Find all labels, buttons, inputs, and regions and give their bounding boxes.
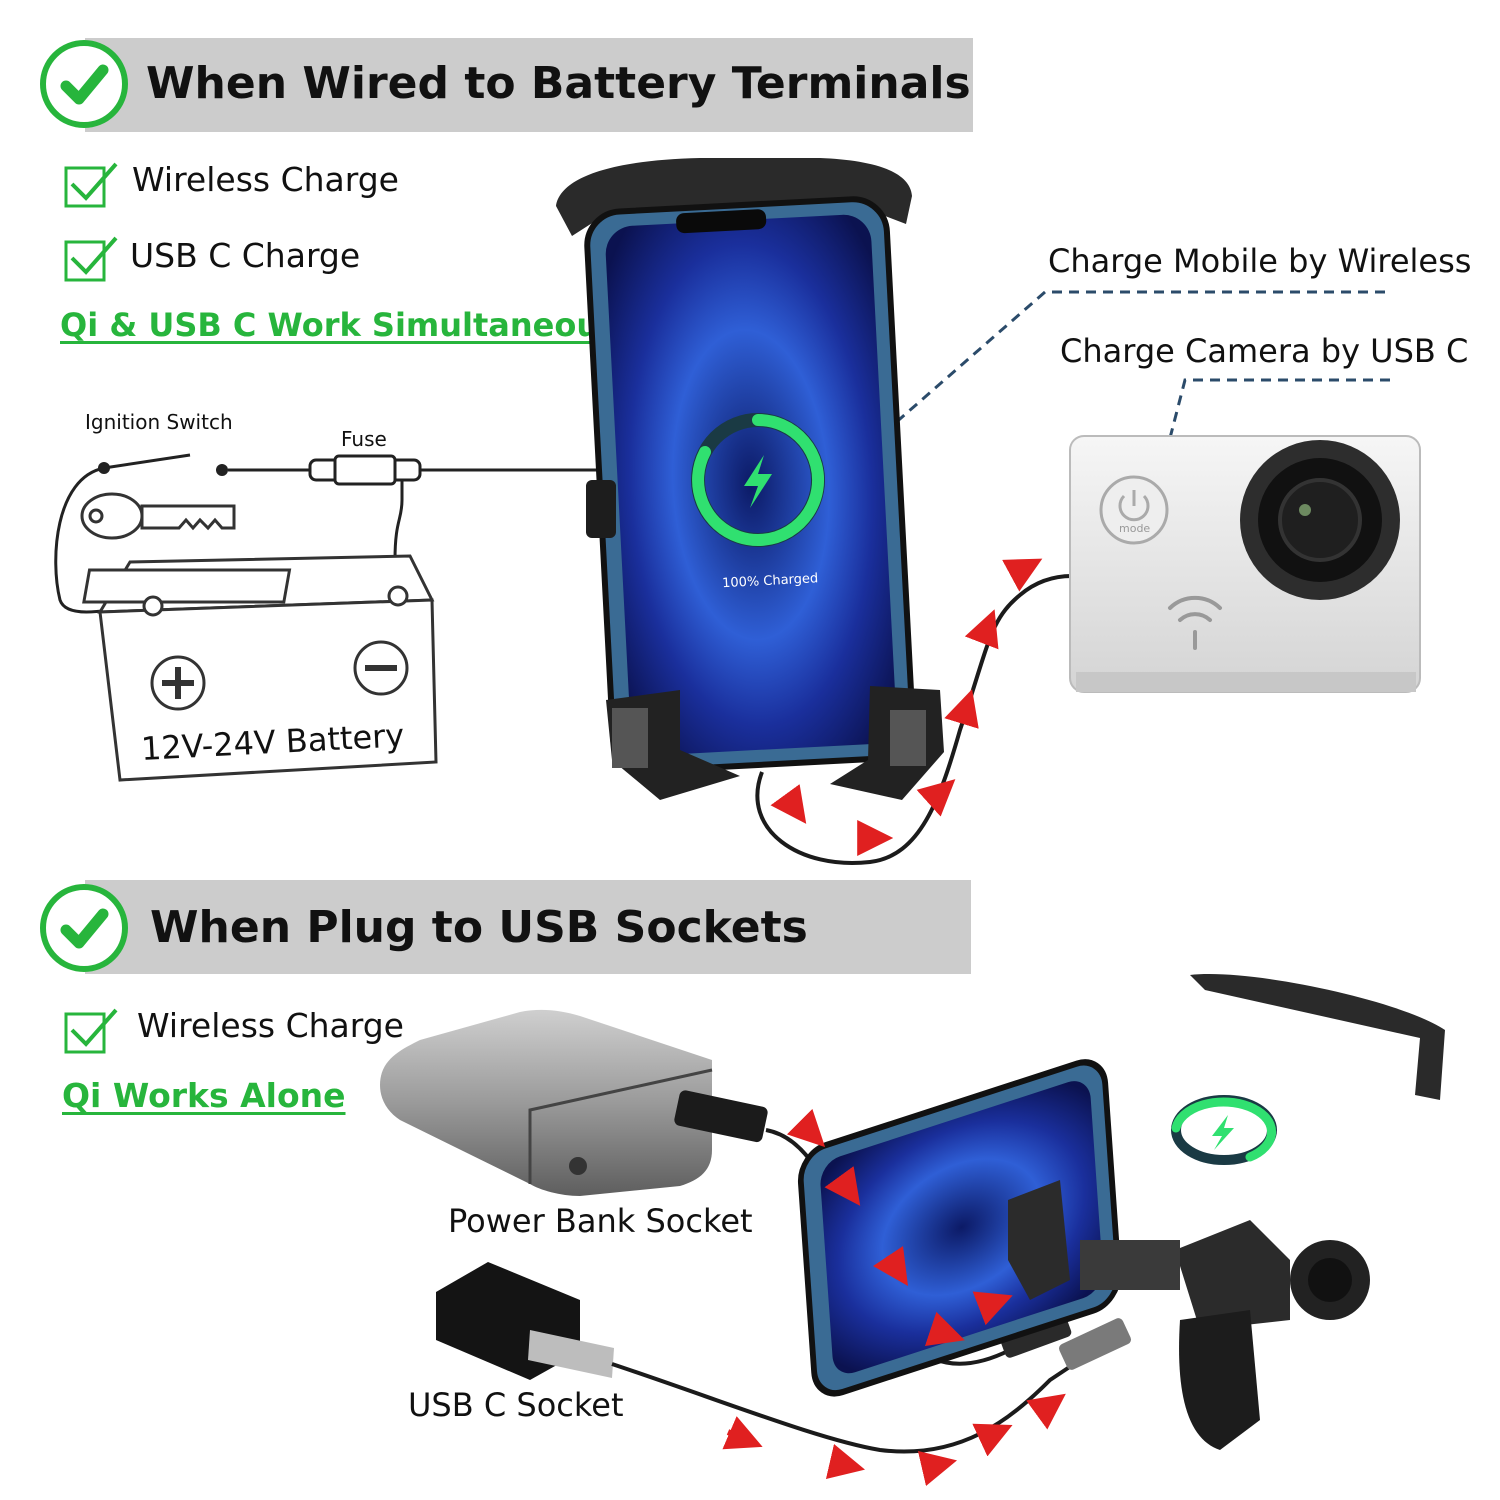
- section1-title: When Wired to Battery Terminals: [146, 58, 971, 109]
- battery-icon: [82, 554, 438, 782]
- feature-wireless-charge-2: Wireless Charge: [137, 1006, 404, 1045]
- power-bank-socket-label: Power Bank Socket: [448, 1202, 753, 1240]
- section1-check-icon: [40, 40, 128, 128]
- callout-charge-mobile: Charge Mobile by Wireless: [1048, 242, 1472, 280]
- callout-charge-camera: Charge Camera by USB C: [1060, 332, 1469, 370]
- wireless-charge-check-icon: [64, 160, 120, 212]
- phone-holder-top: 100% Charged: [556, 158, 944, 800]
- section1-banner: [85, 38, 973, 132]
- key-icon: [80, 492, 236, 540]
- feature-wireless-charge: Wireless Charge: [132, 160, 399, 199]
- ignition-switch-label: Ignition Switch: [85, 410, 233, 434]
- usb-c-charge-check-icon: [64, 234, 120, 286]
- usb-c-socket-label: USB C Socket: [408, 1386, 624, 1424]
- callout-lines: [884, 290, 1390, 439]
- section2-check-icon: [40, 884, 128, 972]
- top-cable: [755, 574, 1073, 865]
- fuse-label: Fuse: [341, 427, 387, 451]
- phone-status-label-2: 100% Charged: [1156, 1168, 1231, 1194]
- bottom-flow-arrows: [722, 1108, 1066, 1487]
- power-bank: [380, 1009, 768, 1196]
- feature-usb-c-charge: USB C Charge: [130, 236, 361, 275]
- camera-mode-label: mode: [1119, 522, 1150, 535]
- phone-status-label: 100% Charged: [722, 571, 819, 591]
- ignition-terminal-1: [98, 462, 110, 474]
- section2-title: When Plug to USB Sockets: [150, 902, 808, 953]
- top-flow-arrows: [770, 558, 1043, 856]
- section2-banner: [85, 880, 971, 974]
- ignition-terminal-2: [216, 464, 228, 476]
- wireless-charge-2-check-icon: [64, 1006, 120, 1058]
- phone-holder-bottom: 100% Charged: [797, 974, 1445, 1450]
- usb-c-plug: [1059, 1318, 1131, 1370]
- action-camera: mode: [1069, 435, 1421, 693]
- qi-alone-highlight: Qi Works Alone: [62, 1076, 346, 1115]
- wifi-icon: [1168, 595, 1222, 650]
- usb-c-adapter: [436, 1262, 614, 1380]
- simultaneous-highlight: Qi & USB C Work Simultaneously: [60, 306, 651, 344]
